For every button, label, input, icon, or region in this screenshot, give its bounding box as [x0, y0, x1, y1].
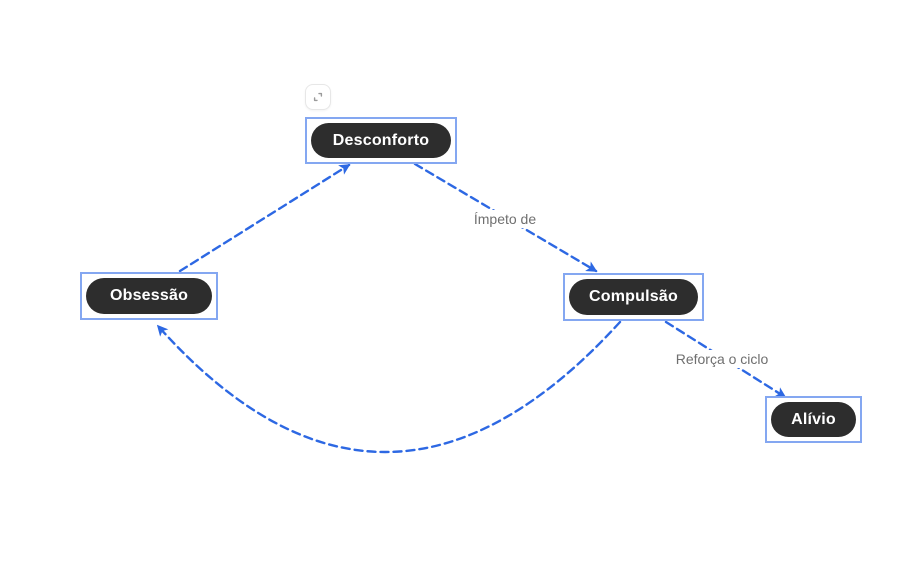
node-desconforto[interactable]: Desconforto: [305, 117, 457, 164]
node-pill: Desconforto: [311, 123, 451, 158]
edge-label-impeto-de[interactable]: Ímpeto de: [468, 210, 542, 228]
edge-obsessao-to-desconforto[interactable]: [178, 163, 351, 273]
edge-compulsao-to-obsessao[interactable]: [156, 320, 622, 454]
node-label: Compulsão: [589, 288, 678, 305]
expand-node-button[interactable]: [305, 84, 331, 110]
node-pill: Alívio: [771, 402, 856, 437]
expand-diagonal-icon: [313, 92, 323, 102]
node-label: Alívio: [791, 410, 836, 428]
node-compulsao[interactable]: Compulsão: [563, 273, 704, 321]
node-label: Desconforto: [332, 131, 430, 149]
node-alivio[interactable]: Alívio: [765, 396, 862, 443]
node-pill: Obsessão: [86, 278, 212, 314]
edge-label-reforca-o-ciclo[interactable]: Reforça o ciclo: [670, 350, 774, 368]
node-label: Obsessão: [109, 287, 189, 304]
node-pill: Compulsão: [569, 279, 698, 315]
node-obsessao[interactable]: Obsessão: [80, 272, 218, 320]
